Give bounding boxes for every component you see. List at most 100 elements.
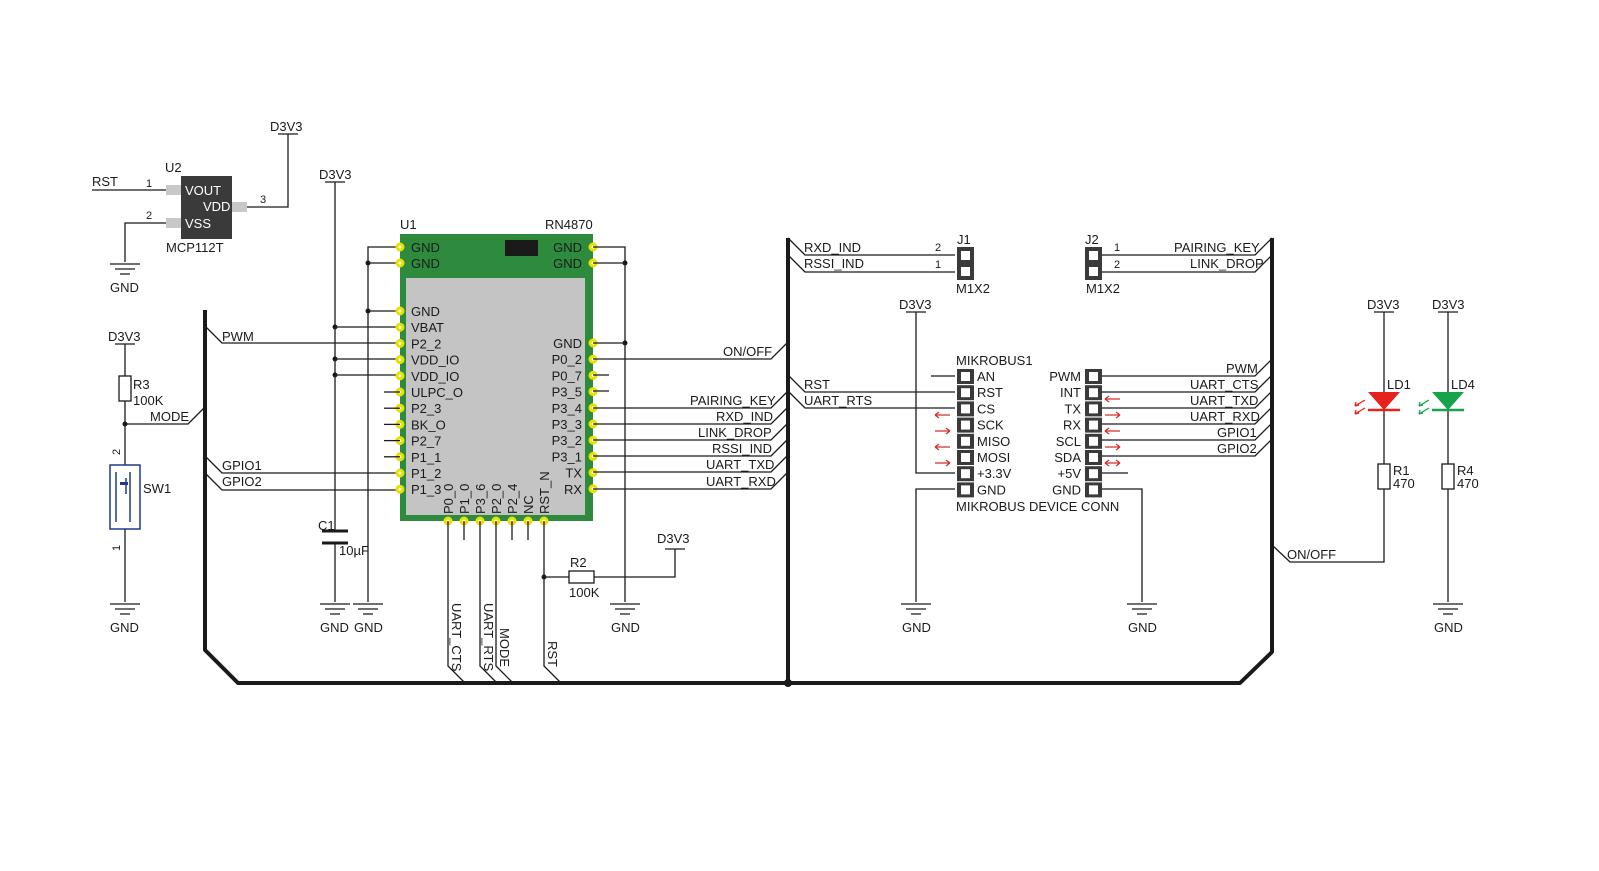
ld1-diode	[1368, 392, 1400, 410]
uart-rts-net-bottom: UART_RTS	[481, 603, 496, 671]
mb-left-pin-0-label: AN	[977, 369, 995, 384]
uart-rxd-net-mb: UART_RXD	[1190, 409, 1260, 424]
u1-left-top-pin-0-pad	[395, 242, 405, 252]
u2-gnd-symbol: GND	[110, 263, 140, 295]
u1-right-pin-3-label: P3_5	[552, 385, 582, 400]
u1-left-pin-11-pad	[395, 484, 405, 494]
u1-left-pin-5-label: ULPC_O	[411, 385, 463, 400]
mb-left-pin-5-label: MOSI	[977, 450, 1010, 465]
gpio1-net-mb: GPIO1	[1217, 425, 1257, 440]
mb-right-pin-7-label: GND	[1052, 482, 1081, 497]
u1-bottom-pin-2-label: P3_6	[473, 484, 488, 514]
r4-ref: R4	[1457, 463, 1474, 478]
ld1-d3v3-net: D3V3	[1367, 297, 1400, 312]
pairing-key-net-u1: PAIRING_KEY	[690, 393, 776, 408]
pairing-key-net-j2: PAIRING_KEY	[1174, 240, 1260, 255]
r3-body	[118, 375, 132, 402]
j1-header: RXD_IND RSSI_IND 2 1 J1 M1X2	[787, 232, 990, 296]
mikrobus-title: MIKROBUS DEVICE CONN	[956, 499, 1119, 514]
svg-text:GND: GND	[354, 620, 383, 635]
rssi-ind-net-j1: RSSI_IND	[804, 256, 864, 271]
c1-value: 10µF	[339, 543, 369, 558]
mb-right-pin-4-label: SCL	[1056, 434, 1081, 449]
sw1-body	[109, 464, 141, 530]
u2-pin1-num: 1	[146, 178, 152, 190]
c1-d3v3-net: D3V3	[319, 167, 352, 182]
uart-cts-net-mb: UART_CTS	[1190, 377, 1259, 392]
mode-net-bottom: MODE	[497, 628, 512, 667]
c1-ref: C1	[318, 518, 335, 533]
ld4-d3v3-net: D3V3	[1432, 297, 1465, 312]
u1-left-pin-4-label: VDD_IO	[411, 369, 459, 384]
uart-txd-net-mb: UART_TXD	[1190, 393, 1258, 408]
mb-left-pin-7-label: GND	[977, 482, 1006, 497]
u1-right-pin-7-label: P3_1	[552, 449, 582, 464]
svg-text:GND: GND	[1434, 620, 1463, 635]
u2-part: MCP112T	[166, 240, 224, 255]
u1-left-top-pin-1-label: GND	[411, 256, 440, 271]
u1-left-top-pin-0-label: GND	[411, 240, 440, 255]
j1-pin2-num: 2	[935, 242, 941, 254]
mb-right-pin-5-label: SDA	[1054, 450, 1081, 465]
r3-value: 100K	[133, 393, 164, 408]
mikrobus-ref: MIKROBUS1	[956, 353, 1033, 368]
u1-right-pin-2-label: P0_7	[552, 368, 582, 383]
u2-pin1	[166, 185, 181, 195]
sw1-pin2: 2	[111, 449, 123, 455]
svg-text:GND: GND	[110, 620, 139, 635]
mb-right-pin-3-label: RX	[1063, 418, 1081, 433]
onoff-net-led: ON/OFF	[1287, 547, 1336, 562]
u2-ref: U2	[165, 160, 182, 175]
u2-rst-net: RST	[92, 174, 118, 189]
mb-left-pin-2-label: CS	[977, 401, 995, 416]
r2-body	[568, 570, 595, 584]
mb-left-pin-4-label: MISO	[977, 434, 1010, 449]
j1-ref: J1	[957, 232, 971, 247]
u1-bottom-pin-5-label: NC	[521, 495, 536, 514]
mb-d3v3-net: D3V3	[899, 297, 932, 312]
svg-text:GND: GND	[320, 620, 349, 635]
u1-left-top-pin-1-pad	[395, 258, 405, 268]
u1-ref: U1	[400, 217, 417, 232]
u2-voltage-supervisor: U2 VOUT VDD VSS MCP112T 1 2 3 RST D3V3 G…	[92, 119, 303, 295]
rst-net-bottom: RST	[545, 641, 560, 667]
rxd-ind-net-u1: RXD_IND	[716, 409, 773, 424]
mb-right-pin-0-label: PWM	[1049, 369, 1081, 384]
u1-left-pin-1-pad	[395, 322, 405, 332]
r4-value: 470	[1457, 476, 1479, 491]
r3-sw1-circuit: D3V3 R3 100K MODE 2 SW1 1 GND	[108, 329, 206, 635]
u1-left-pin-2-label: P2_2	[411, 336, 441, 351]
u1-shield	[406, 278, 585, 515]
u1-right-top-pin-1-label: GND	[553, 256, 582, 271]
j1-type: M1X2	[956, 281, 990, 296]
uart-txd-net-u1: UART_TXD	[706, 457, 774, 472]
u1-right-wiring: GND ON/OFF PAIRING_KEY RXD_IND LINK_DROP…	[593, 246, 789, 635]
link-drop-net-j2: LINK_DROP	[1190, 256, 1264, 271]
u1-rn4870-module: U1 RN4870 GNDGNDGNDGNDGNDVBATP2_2VDD_IOV…	[384, 217, 598, 526]
u1-left-pin-10-pad	[395, 468, 405, 478]
j2-ref: J2	[1085, 232, 1099, 247]
gnd-rail-symbol: GND	[353, 603, 383, 635]
r1-ref: R1	[1393, 463, 1410, 478]
u1-left-pin-3-label: VDD_IO	[411, 353, 459, 368]
ld4-led-circuit: D3V3 LD4 R4 470 GND	[1418, 297, 1479, 635]
rssi-ind-net-u1: RSSI_IND	[712, 441, 772, 456]
u2-vout-label: VOUT	[185, 183, 221, 198]
u1-bottom-pin-1-label: P1_0	[457, 484, 472, 514]
u1-left-pin-2-pad	[395, 338, 405, 348]
mb-right-pin-1-label: INT	[1060, 385, 1081, 400]
u1-right-pin-5-label: P3_3	[552, 417, 582, 432]
u1-bottom-pin-6-label: RST_N	[537, 471, 552, 514]
u2-vdd-label: VDD	[203, 199, 230, 214]
u1-right-pin-0-label: GND	[553, 336, 582, 351]
r2-d3v3-net: D3V3	[657, 531, 690, 546]
u2-pin3	[232, 202, 247, 212]
u1-left-pin-3-pad	[395, 355, 405, 365]
sw1-ref: SW1	[143, 481, 171, 496]
pwm-net-left: PWM	[222, 329, 254, 344]
r1-value: 470	[1393, 476, 1415, 491]
u1-bottom-wiring: UART_CTS UART_RTS MODE RST R2 100K D3V3	[447, 521, 690, 684]
j2-pin1-num: 1	[1114, 242, 1120, 254]
uart-cts-net-bottom: UART_CTS	[449, 603, 464, 672]
u1-left-pin-8-label: P2_7	[411, 434, 441, 449]
